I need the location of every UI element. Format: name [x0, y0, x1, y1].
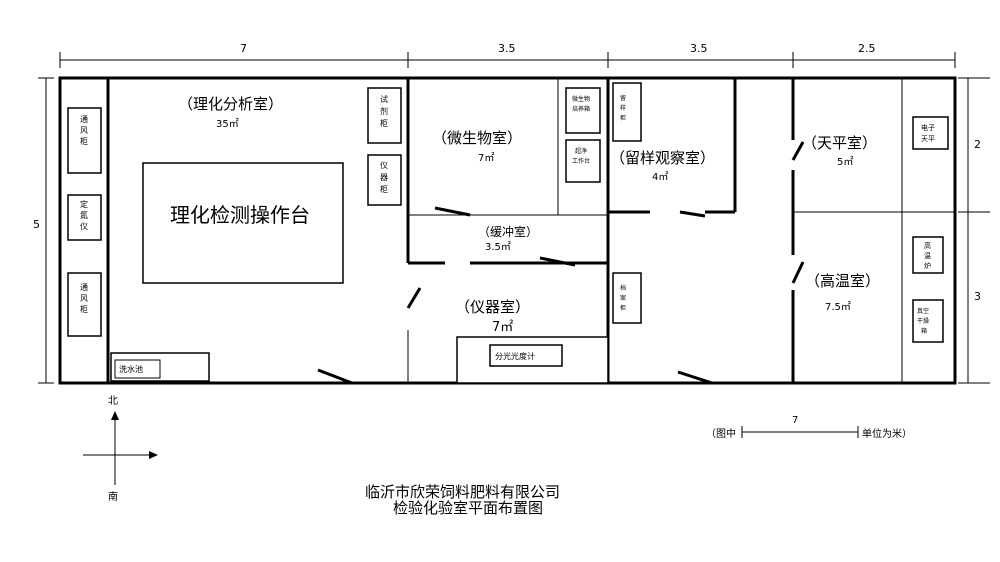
room-buffer-name: （缓冲室）	[478, 224, 538, 239]
room-hightemp-name: （高温室）	[805, 272, 880, 290]
interior-walls	[106, 78, 955, 383]
reagent-cabinet-label: 试剂柜	[380, 94, 388, 128]
dim-top-2: 3.5	[498, 42, 516, 55]
scale-value: 7	[792, 415, 798, 426]
sink-basin	[114, 359, 161, 379]
title-line-1: 临沂市欣荣饲料肥料有限公司	[365, 483, 560, 501]
workbench	[142, 162, 344, 284]
clean-bench	[565, 139, 601, 183]
fixed-nitrogen-label: 定氮仪	[80, 199, 88, 231]
dim-right-1: 2	[974, 138, 981, 151]
instrument-cabinet-label: 仪器柜	[380, 161, 388, 194]
compass	[83, 411, 158, 485]
archive-cabinet	[612, 272, 642, 324]
fume-hood-2-label: 通风柜	[80, 282, 88, 314]
room-physchem-area: 35㎡	[216, 118, 239, 130]
room-buffer-area: 3.5㎡	[485, 241, 511, 253]
microbe-incubator	[565, 87, 601, 134]
sink-label: 洗水池	[119, 364, 143, 374]
room-instrument-name: （仪器室）	[455, 298, 530, 316]
north-arrow-icon	[111, 411, 119, 420]
muffle-furnace	[912, 236, 944, 274]
spectrophotometer	[489, 344, 563, 367]
clean-bench-label: 超净工作台	[572, 147, 590, 165]
left-dimension-line	[38, 77, 54, 384]
muffle-furnace-label: 高温炉	[924, 241, 931, 270]
right-dimension-line	[958, 77, 990, 384]
room-balance-name: （天平室）	[802, 134, 877, 152]
compass-north: 北	[108, 395, 118, 407]
spectrophotometer-label: 分光光度计	[495, 351, 535, 361]
electronic-balance	[912, 116, 949, 150]
door-swings	[317, 141, 805, 385]
compass-south: 南	[108, 490, 118, 503]
sample-cabinet-1-label: 留样柜	[620, 94, 626, 122]
dim-right-2: 3	[974, 290, 981, 303]
fume-hood-1	[67, 107, 102, 174]
archive-cabinet-label: 档案柜	[620, 284, 626, 312]
title-line-2: 检验化验室平面布置图	[393, 499, 543, 517]
room-instrument-area: 7㎡	[492, 320, 513, 335]
room-sample-area: 4㎡	[652, 171, 668, 183]
drying-oven	[912, 299, 944, 343]
fume-hood-1-label: 通风柜	[80, 114, 88, 146]
dim-top-3: 3.5	[690, 42, 708, 55]
room-microbe-name: （微生物室）	[432, 129, 522, 147]
top-dimension-line	[59, 52, 956, 68]
sample-cabinet-1	[612, 82, 642, 142]
workbench-label: 理化检测操作台	[170, 203, 310, 227]
reagent-cabinet	[367, 87, 402, 144]
room-sample-name: （留样观察室）	[610, 149, 715, 167]
room-physchem-name: （理化分析室）	[178, 95, 283, 113]
dim-top-4: 2.5	[858, 42, 876, 55]
room-microbe-area: 7㎡	[478, 152, 494, 164]
electronic-balance-label: 电子天平	[921, 123, 935, 143]
room-hightemp-area: 7.5㎡	[825, 301, 851, 313]
east-arrow-icon	[149, 451, 158, 459]
scale-bar	[741, 426, 859, 438]
scale-left: （图中	[706, 427, 736, 440]
scale-right: 单位为米）	[862, 427, 912, 440]
microbe-incubator-label: 微生物培养箱	[572, 95, 590, 113]
room-balance-area: 5㎡	[837, 156, 853, 168]
drying-oven-label: 真空干燥箱	[917, 307, 929, 335]
dim-left: 5	[33, 218, 40, 231]
instrument-cabinet	[367, 154, 402, 206]
fixed-nitrogen	[67, 194, 102, 241]
fume-hood-2	[67, 272, 102, 337]
dim-top-1: 7	[240, 42, 247, 55]
